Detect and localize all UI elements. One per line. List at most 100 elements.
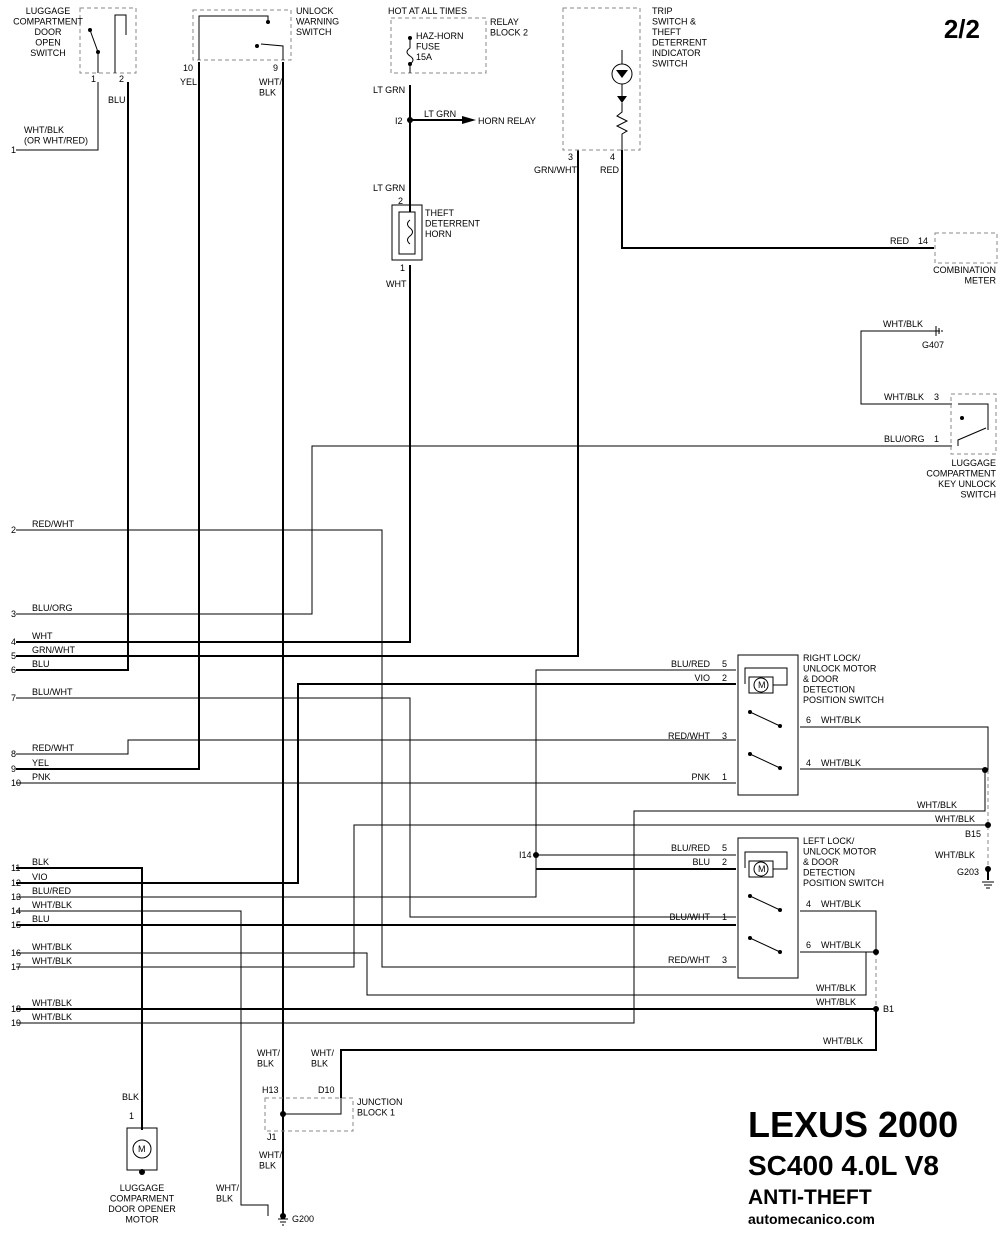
wire-red-14 — [621, 150, 934, 249]
svg-text:M: M — [758, 864, 766, 874]
title-make-year: LEXUS 2000 — [748, 1104, 958, 1145]
comb-meter-wire: RED — [890, 236, 910, 246]
left-pin-number: 15 — [11, 920, 21, 930]
right-lock-right-pin: 4 — [806, 758, 811, 768]
key-unlock-pin-3: 3 — [934, 392, 939, 402]
right-lock-left-pin: 2 — [722, 673, 727, 683]
left-pin-wire: WHT/BLK — [32, 942, 72, 952]
horn-wire-out: WHT — [386, 279, 407, 289]
wire-5 — [16, 150, 579, 657]
luggage-door-switch — [79, 7, 137, 74]
right-lock-left-pin: 3 — [722, 731, 727, 741]
junction-block-1 — [264, 1097, 354, 1132]
key-unlock-wire-1: BLU/ORG — [884, 434, 925, 444]
junction-d10: D10 — [318, 1085, 335, 1095]
right-lock-left-wire: BLU/RED — [671, 659, 711, 669]
unlock-pin-10: 10 — [183, 63, 193, 73]
left-pin-wire: WHT/BLK — [32, 900, 72, 910]
theft-deterrent-horn — [391, 204, 423, 261]
left-pin-number: 5 — [11, 651, 16, 661]
wire-8 — [16, 739, 736, 755]
ground-g407 — [935, 326, 943, 336]
wire-19 — [16, 770, 986, 1024]
right-lock-left-wire: PNK — [691, 772, 710, 782]
wire-l4 — [800, 910, 877, 952]
left-pin-number: 1 — [11, 145, 16, 155]
left-pin-number: 11 — [11, 863, 20, 873]
wire-17 — [16, 824, 988, 968]
g407-label: G407 — [922, 340, 944, 350]
left-pin-wire: WHT — [32, 631, 53, 641]
trip-pin-3: 3 — [568, 152, 573, 162]
wire-12 — [16, 683, 736, 884]
title-site: automecanico.com — [748, 1211, 875, 1227]
left-pin-number: 16 — [11, 948, 21, 958]
svg-text:M: M — [138, 1144, 146, 1154]
b1-label: B1 — [883, 1004, 894, 1014]
junction-h13: H13 — [262, 1085, 279, 1095]
opener-wire: BLK — [122, 1092, 139, 1102]
relay-block-2 — [390, 17, 487, 74]
left-pin-wire: BLU/WHT — [32, 687, 73, 697]
wire-16 — [16, 952, 867, 996]
left-pin-wire: WHT/BLK — [32, 1012, 72, 1022]
wire-4 — [16, 265, 411, 643]
left-pin-wire: RED/WHT — [32, 743, 74, 753]
trip-pin-4: 4 — [610, 152, 615, 162]
b15-wire-2: WHT/BLK — [935, 814, 975, 824]
left-pin-wire: WHT/BLK — [32, 998, 72, 1008]
left-lock-right-wire: WHT/BLK — [821, 899, 861, 909]
ground-g200 — [278, 1213, 288, 1226]
wire-14 — [16, 910, 269, 1216]
b1-wire-1: WHT/BLK — [816, 983, 856, 993]
left-pin-wire: BLU/ORG — [32, 603, 73, 613]
wires — [16, 62, 989, 1216]
left-lock-left-wire: RED/WHT — [668, 955, 710, 965]
left-lock-left-pin: 5 — [722, 843, 727, 853]
left-pin-number: 13 — [11, 892, 21, 902]
left-lock-right-pin: 6 — [806, 940, 811, 950]
left-pin-number: 10 — [11, 778, 21, 788]
left-pin-wire: VIO — [32, 872, 48, 882]
right-lock-right-wire: WHT/BLK — [821, 758, 861, 768]
g407-wire: WHT/BLK — [883, 319, 923, 329]
left-pin-wire: BLU — [32, 659, 50, 669]
b1-wire-2: WHT/BLK — [816, 997, 856, 1007]
ground-g203 — [982, 866, 994, 889]
left-lock-left-pin: 3 — [722, 955, 727, 965]
left-pin-number: 14 — [11, 906, 21, 916]
luggage-door-opener-motor: M — [126, 1127, 158, 1175]
left-pin-wire: BLU — [32, 914, 50, 924]
svg-text:M: M — [758, 680, 766, 690]
left-lock-motor: M — [737, 837, 799, 979]
left-pin-number: 3 — [11, 609, 16, 619]
right-lock-left-wire: VIO — [694, 673, 710, 683]
unlock-pin-9: 9 — [273, 63, 278, 73]
horn-relay-label: HORN RELAY — [478, 116, 536, 126]
lug-door-pin-2: 2 — [119, 74, 124, 84]
left-lock-left-wire: BLU — [692, 857, 710, 867]
wire-1 — [16, 82, 99, 151]
wire-2 — [16, 529, 736, 968]
trip-wire-4: RED — [600, 165, 620, 175]
combination-meter — [934, 232, 998, 264]
junction-wire-h13: WHT/BLK — [257, 1048, 280, 1069]
wire-11 — [16, 867, 143, 1130]
key-unlock-switch — [950, 393, 997, 455]
right-lock-left-pin: 1 — [722, 772, 727, 782]
left-pin-wire: GRN/WHT — [32, 645, 75, 655]
right-lock-left-pin: 5 — [722, 659, 727, 669]
right-lock-right-wire: WHT/BLK — [821, 715, 861, 725]
lug-door-pin-1: 1 — [91, 74, 96, 84]
title-model: SC400 4.0L V8 — [748, 1150, 939, 1181]
left-lock-left-wire: BLU/WHT — [670, 912, 711, 922]
key-unlock-pin-1: 1 — [934, 434, 939, 444]
left-pin-wire: WHT/BLK — [32, 956, 72, 966]
left-pin-number: 12 — [11, 878, 21, 888]
